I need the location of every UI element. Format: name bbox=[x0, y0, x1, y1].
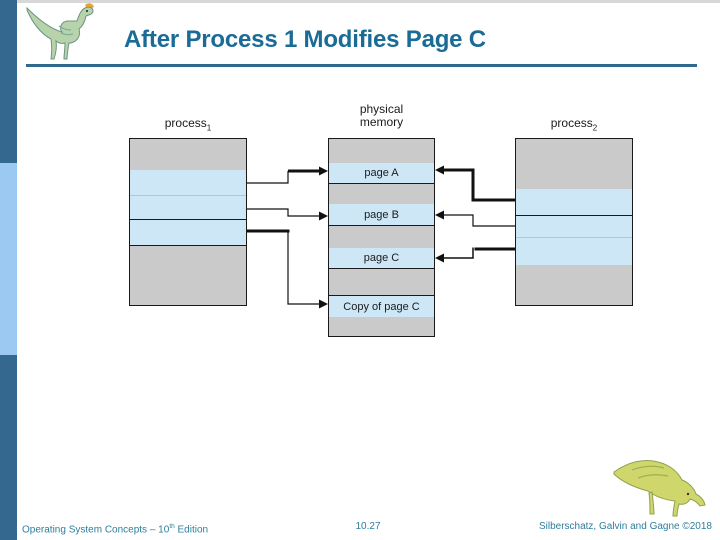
process2-slot-empty-bottom bbox=[516, 265, 632, 305]
dinosaur-logo-icon bbox=[26, 3, 94, 60]
memory-gap bbox=[329, 139, 434, 163]
physical-memory-box: page A page B page C Copy of page C bbox=[328, 138, 435, 337]
sidebar-segment-dark-bottom bbox=[0, 355, 17, 540]
process1-slot-empty-top bbox=[130, 139, 246, 170]
sidebar-segment-light bbox=[0, 163, 17, 355]
slide-top-edge bbox=[17, 0, 720, 3]
right-process-subscript: 2 bbox=[592, 123, 598, 133]
process2-page-table-box bbox=[515, 138, 633, 306]
page-a-label: page A bbox=[364, 167, 399, 179]
memory-gap bbox=[329, 317, 434, 336]
memory-gap bbox=[329, 226, 434, 248]
copy-of-page-c-label: Copy of page C bbox=[343, 300, 420, 313]
memory-row-page-b: page B bbox=[329, 204, 434, 226]
memory-gap bbox=[329, 184, 434, 204]
page-b-label: page B bbox=[364, 208, 399, 221]
slide-page-number: 10.27 bbox=[355, 521, 381, 532]
title-underline bbox=[26, 64, 697, 67]
left-process-subscript: 1 bbox=[206, 123, 212, 133]
left-process-label: process1 bbox=[129, 117, 247, 134]
process1-page-table-box bbox=[129, 138, 247, 306]
memory-row-copy-of-page-c: Copy of page C bbox=[329, 295, 434, 317]
footer-book-title: Operating System Concepts – 10th Edition bbox=[22, 520, 208, 536]
memory-gap bbox=[329, 269, 434, 295]
page-c-label: page C bbox=[363, 252, 400, 264]
memory-row-page-c: page C bbox=[329, 248, 434, 269]
process2-slot-2 bbox=[516, 216, 632, 238]
right-process-label-text: process bbox=[550, 116, 593, 130]
physical-memory-label-line2: memory bbox=[359, 115, 404, 129]
right-process-label: process2 bbox=[515, 117, 633, 134]
process2-slot-empty-top bbox=[516, 139, 632, 189]
process2-slot-3 bbox=[516, 238, 632, 265]
footer-credit: Silberschatz, Galvin and Gagne ©2018 bbox=[538, 521, 712, 532]
process2-slot-1 bbox=[516, 189, 632, 216]
process1-slot-empty-bottom bbox=[130, 246, 246, 305]
footer-book-suffix: Edition bbox=[174, 524, 209, 536]
sidebar-accent-bar bbox=[0, 0, 17, 540]
footer-book-superscript: th bbox=[169, 523, 175, 530]
slide-title: After Process 1 Modifies Page C bbox=[124, 26, 486, 53]
footer-book-text: Operating System Concepts – 10 bbox=[22, 524, 170, 536]
process1-slot-3 bbox=[130, 220, 246, 246]
dinosaur-image bbox=[613, 459, 706, 517]
process1-slot-1 bbox=[130, 170, 246, 196]
left-process-label-text: process bbox=[164, 116, 207, 130]
physical-memory-label-line1: physical bbox=[359, 102, 404, 116]
sidebar-segment-dark-top bbox=[0, 0, 17, 163]
physical-memory-label: physical memory bbox=[328, 103, 435, 129]
memory-row-page-a: page A bbox=[329, 163, 434, 184]
process1-slot-2 bbox=[130, 196, 246, 220]
